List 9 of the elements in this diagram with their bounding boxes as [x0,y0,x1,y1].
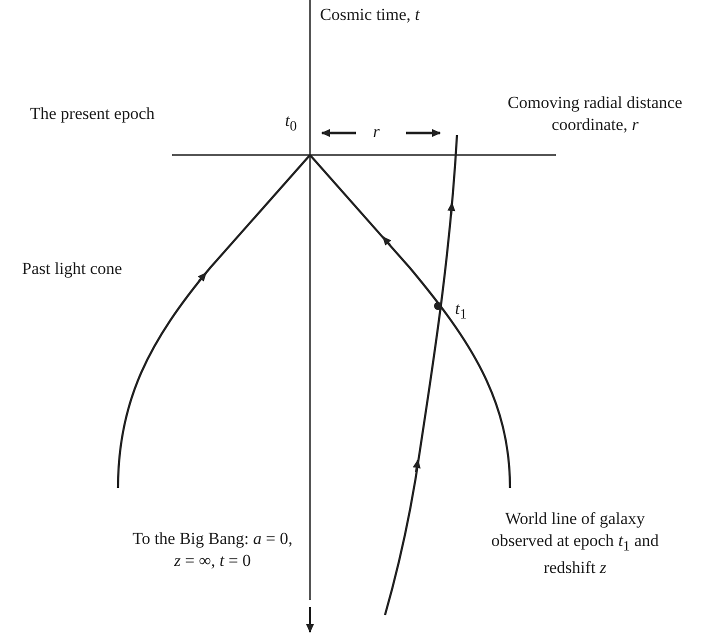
axis-label: The present epoch [30,103,155,125]
curve-label: World line of galaxy observed at epoch t$_{1}$ and redshift z [490,508,660,580]
axis-label: Comoving radial distance coordinate, r [506,92,684,136]
curve-label: Past light cone [22,258,122,280]
note-text: To the Big Bang: a = 0, z = ∞, t = 0 [132,528,294,572]
dimension-label: r [373,121,380,143]
point-label: t$_{1}$ [455,298,467,324]
point-label: t$_{0}$ [285,110,297,136]
axis-label: Cosmic time, t [320,4,420,26]
